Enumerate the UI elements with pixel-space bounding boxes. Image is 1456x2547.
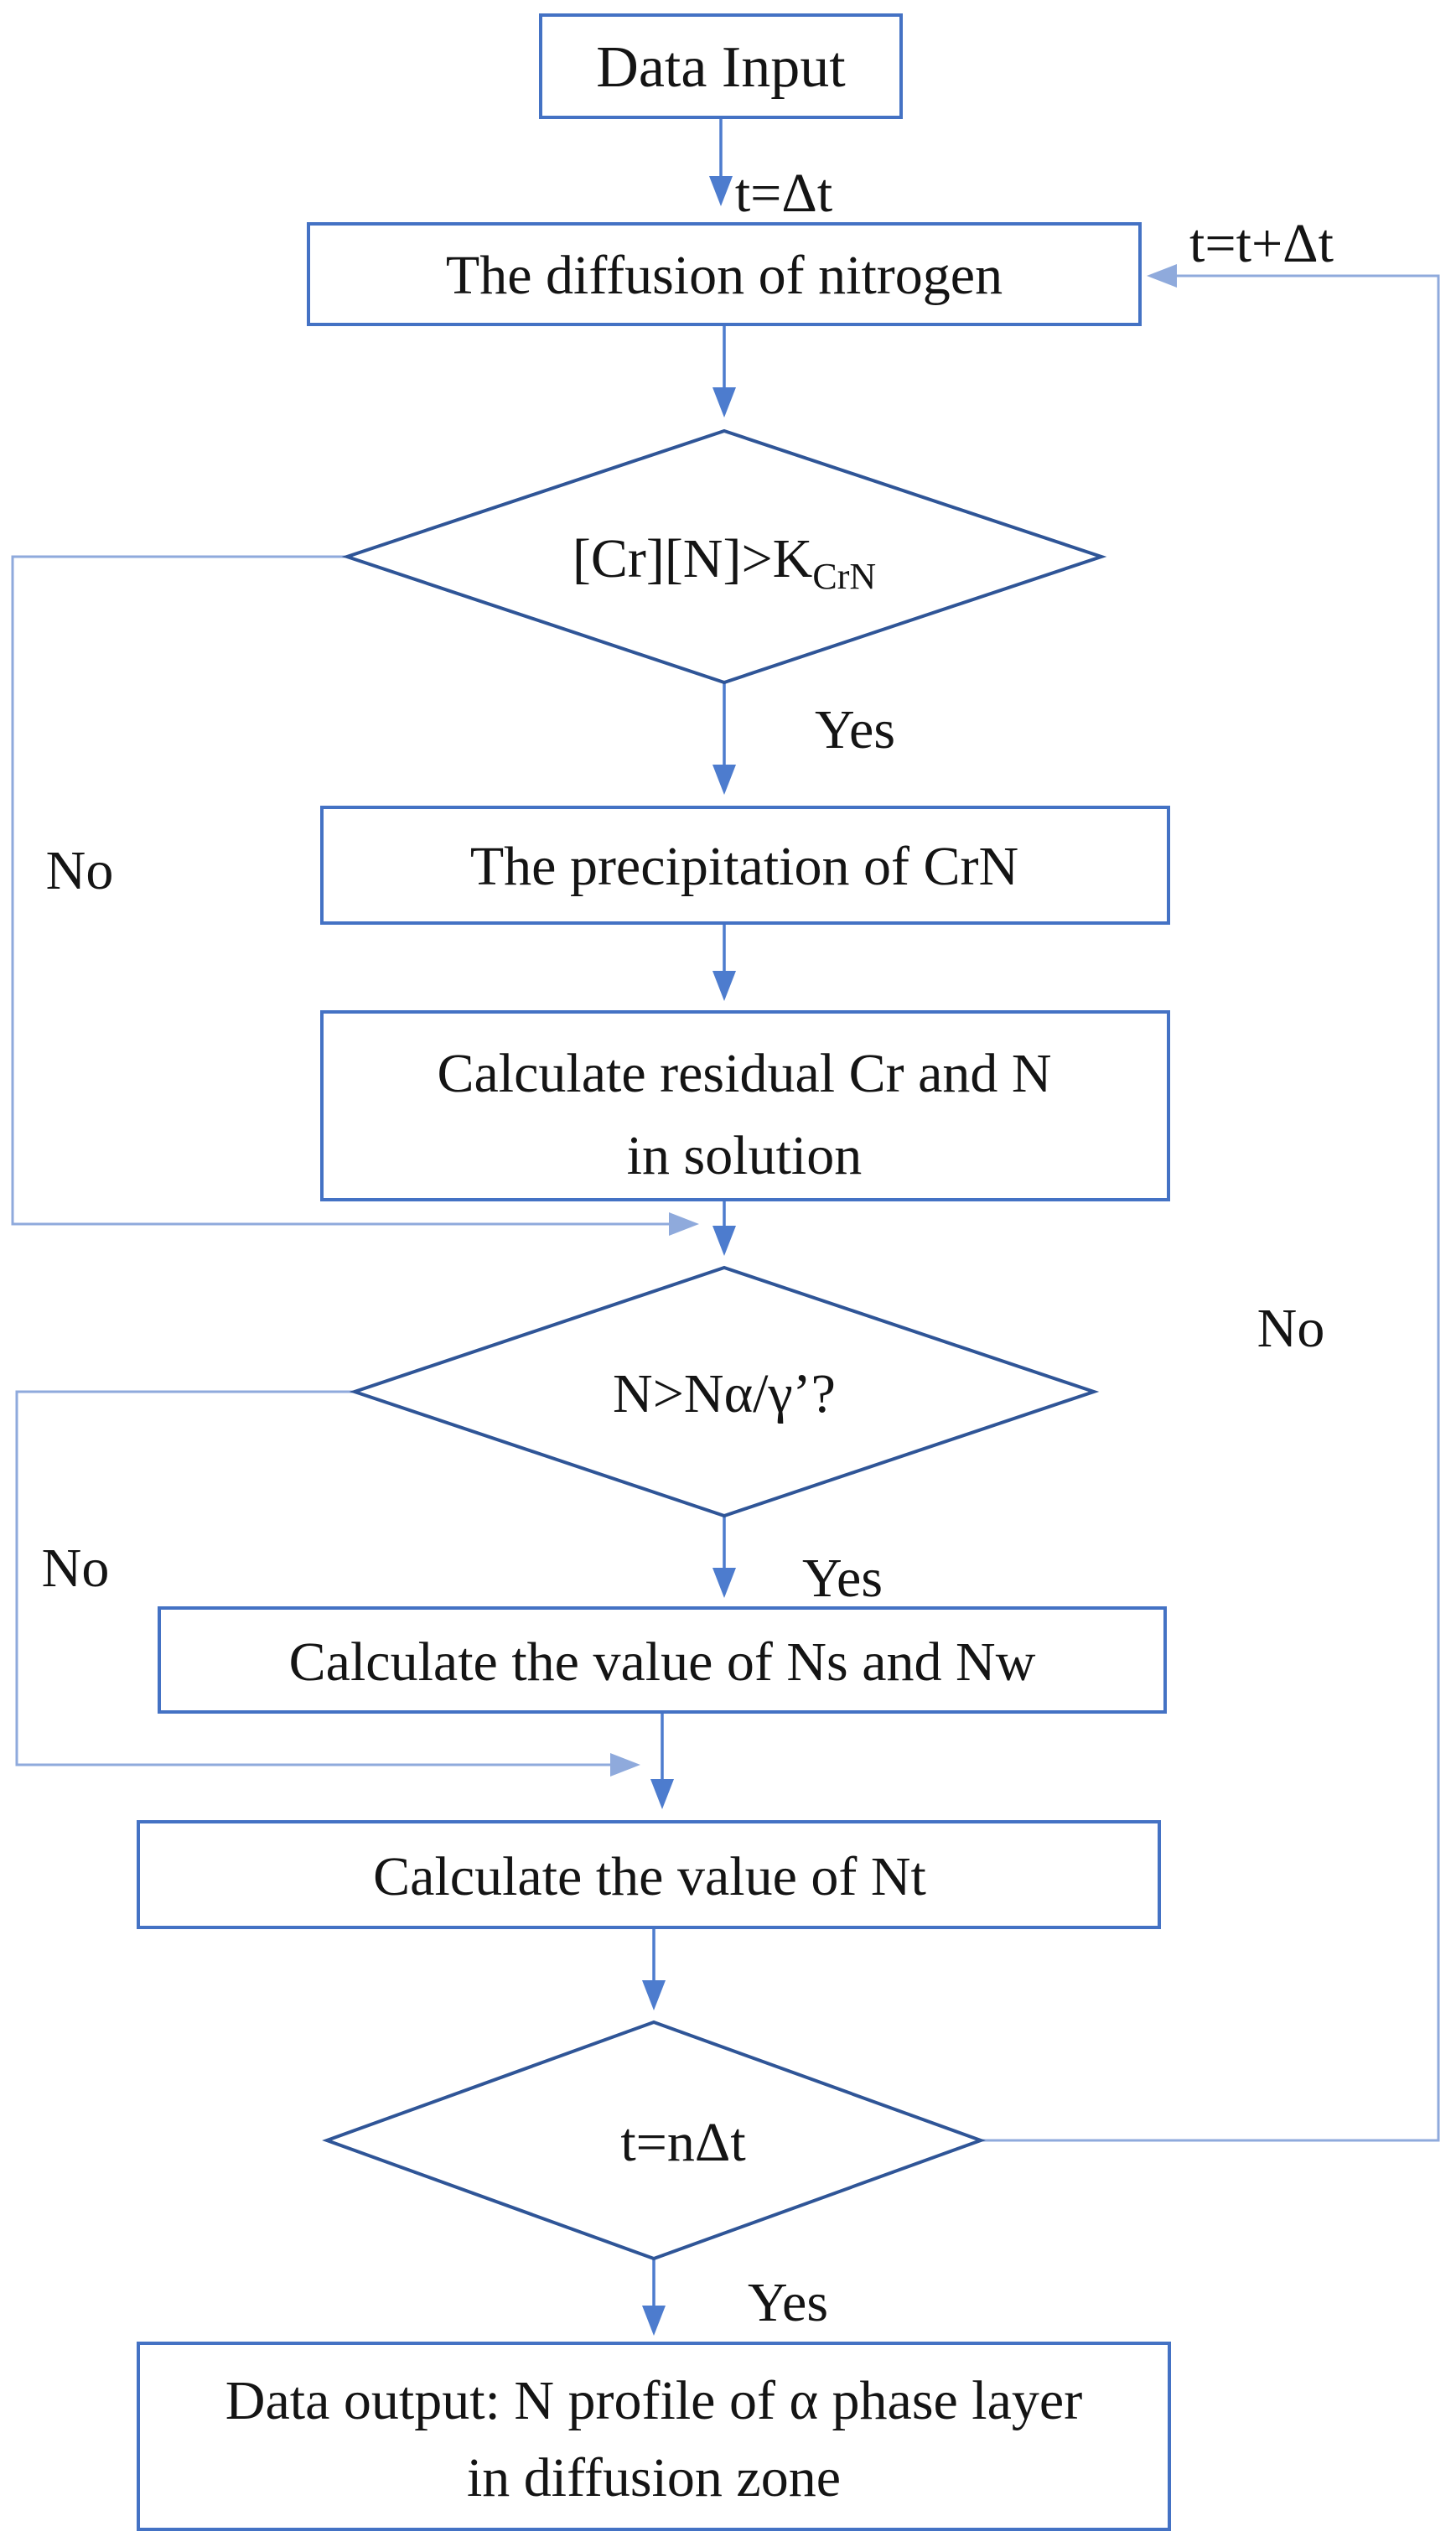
decision-crn-label-main: [Cr][N]>K [573, 528, 812, 589]
decision-t-label: t=nΔt [620, 2112, 745, 2173]
node-residual [320, 1010, 1170, 1201]
node-data-input [539, 13, 903, 119]
decision-crn-diamond [341, 428, 1107, 685]
decision-n-label: N>Nα/γ’? [613, 1363, 836, 1424]
decision-crn-label-subscript: CrN [812, 556, 876, 597]
node-data-input-label: Data Input [596, 35, 846, 100]
node-diffusion [307, 222, 1142, 326]
decision-n-diamond [349, 1265, 1100, 1518]
edge-label-no-crn: No [46, 840, 114, 901]
node-residual-line1: Calculate residual Cr and N [437, 1043, 1051, 1104]
edge-label-no-t: No [1257, 1298, 1325, 1359]
edge-label-t-update: t=t+Δt [1189, 213, 1334, 274]
node-output [137, 2342, 1171, 2531]
node-nt [137, 1820, 1161, 1929]
node-nsnw-label: Calculate the value of Ns and Nw [289, 1631, 1036, 1693]
node-nsnw [158, 1606, 1167, 1714]
decision-crn-label: [Cr][N]>KCrN [573, 528, 876, 597]
edge-label-t-init: t=Δt [735, 163, 832, 224]
node-output-line2: in diffusion zone [467, 2447, 841, 2508]
node-output-line1: Data output: N profile of α phase layer [225, 2370, 1082, 2431]
node-residual-line2: in solution [627, 1125, 863, 1186]
edge-label-yes-crn: Yes [815, 699, 895, 760]
node-precipitation [320, 806, 1170, 925]
edge-label-yes-t: Yes [748, 2272, 828, 2333]
edge-no-decision-n [15, 1390, 640, 1777]
node-diffusion-label: The diffusion of nitrogen [446, 245, 1003, 306]
edge-no-feedback-loop [981, 264, 1440, 2142]
node-nt-label: Calculate the value of Nt [373, 1846, 926, 1907]
edge-label-no-n: No [42, 1538, 110, 1599]
node-precipitation-label: The precipitation of CrN [470, 836, 1018, 897]
decision-t-diamond [322, 2020, 986, 2261]
edge-label-yes-n: Yes [802, 1548, 883, 1609]
edge-no-decision-crn [11, 555, 699, 1236]
